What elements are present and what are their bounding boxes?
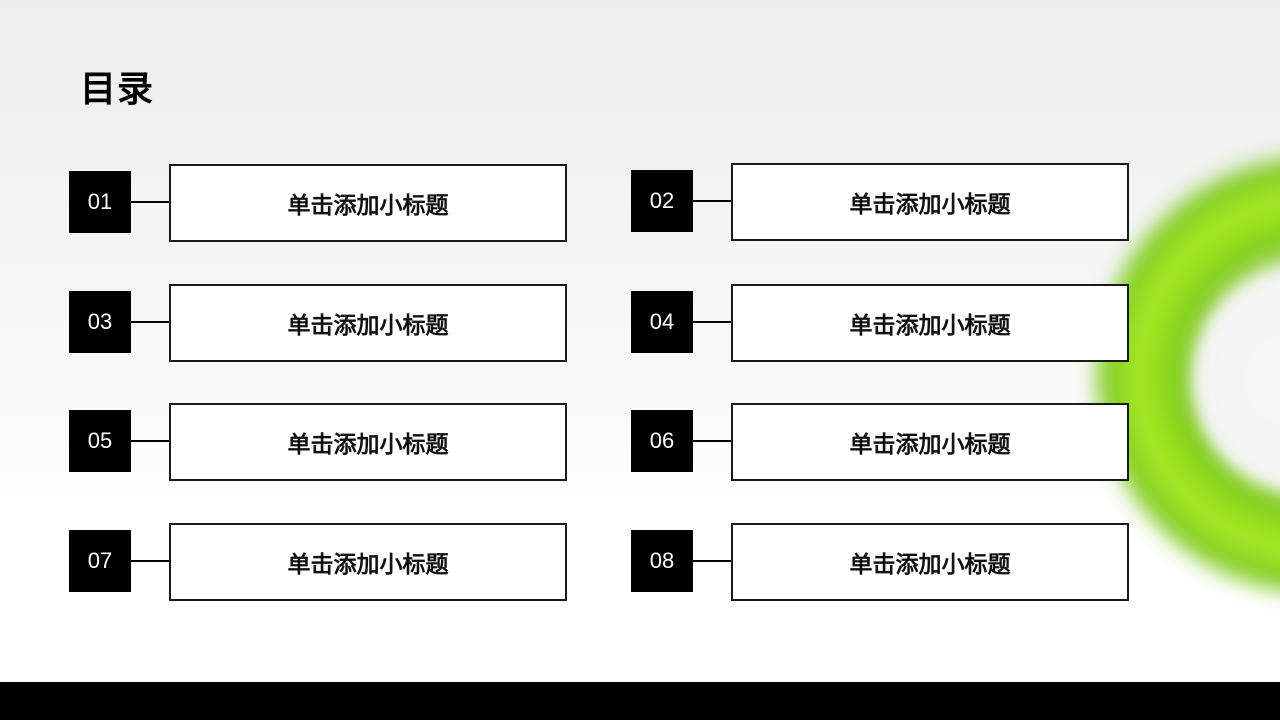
footer-bar — [0, 682, 1280, 720]
connector-line — [693, 200, 731, 202]
toc-item-08[interactable]: 08 单击添加小标题 — [631, 523, 1131, 601]
toc-subtitle-box[interactable]: 单击添加小标题 — [731, 523, 1129, 601]
toc-number-badge: 01 — [69, 171, 131, 233]
page-title: 目录 — [80, 68, 155, 109]
toc-item-04[interactable]: 04 单击添加小标题 — [631, 284, 1131, 362]
toc-item-03[interactable]: 03 单击添加小标题 — [69, 284, 569, 362]
connector-line — [131, 440, 169, 442]
toc-item-07[interactable]: 07 单击添加小标题 — [69, 523, 569, 601]
toc-number-badge: 03 — [69, 291, 131, 353]
toc-subtitle-box[interactable]: 单击添加小标题 — [731, 163, 1129, 241]
toc-subtitle-box[interactable]: 单击添加小标题 — [169, 523, 567, 601]
toc-subtitle-box[interactable]: 单击添加小标题 — [169, 284, 567, 362]
connector-line — [693, 440, 731, 442]
toc-number-badge: 02 — [631, 170, 693, 232]
connector-line — [693, 560, 731, 562]
connector-line — [693, 321, 731, 323]
toc-number-badge: 06 — [631, 410, 693, 472]
toc-number-badge: 07 — [69, 530, 131, 592]
toc-number-badge: 04 — [631, 291, 693, 353]
connector-line — [131, 321, 169, 323]
toc-subtitle-box[interactable]: 单击添加小标题 — [169, 164, 567, 242]
toc-subtitle-box[interactable]: 单击添加小标题 — [731, 284, 1129, 362]
toc-item-02[interactable]: 02 单击添加小标题 — [631, 163, 1131, 241]
toc-item-05[interactable]: 05 单击添加小标题 — [69, 403, 569, 481]
toc-item-01[interactable]: 01 单击添加小标题 — [69, 164, 569, 242]
toc-subtitle-box[interactable]: 单击添加小标题 — [169, 403, 567, 481]
connector-line — [131, 560, 169, 562]
toc-subtitle-box[interactable]: 单击添加小标题 — [731, 403, 1129, 481]
toc-number-badge: 05 — [69, 410, 131, 472]
connector-line — [131, 201, 169, 203]
toc-item-06[interactable]: 06 单击添加小标题 — [631, 403, 1131, 481]
toc-number-badge: 08 — [631, 530, 693, 592]
